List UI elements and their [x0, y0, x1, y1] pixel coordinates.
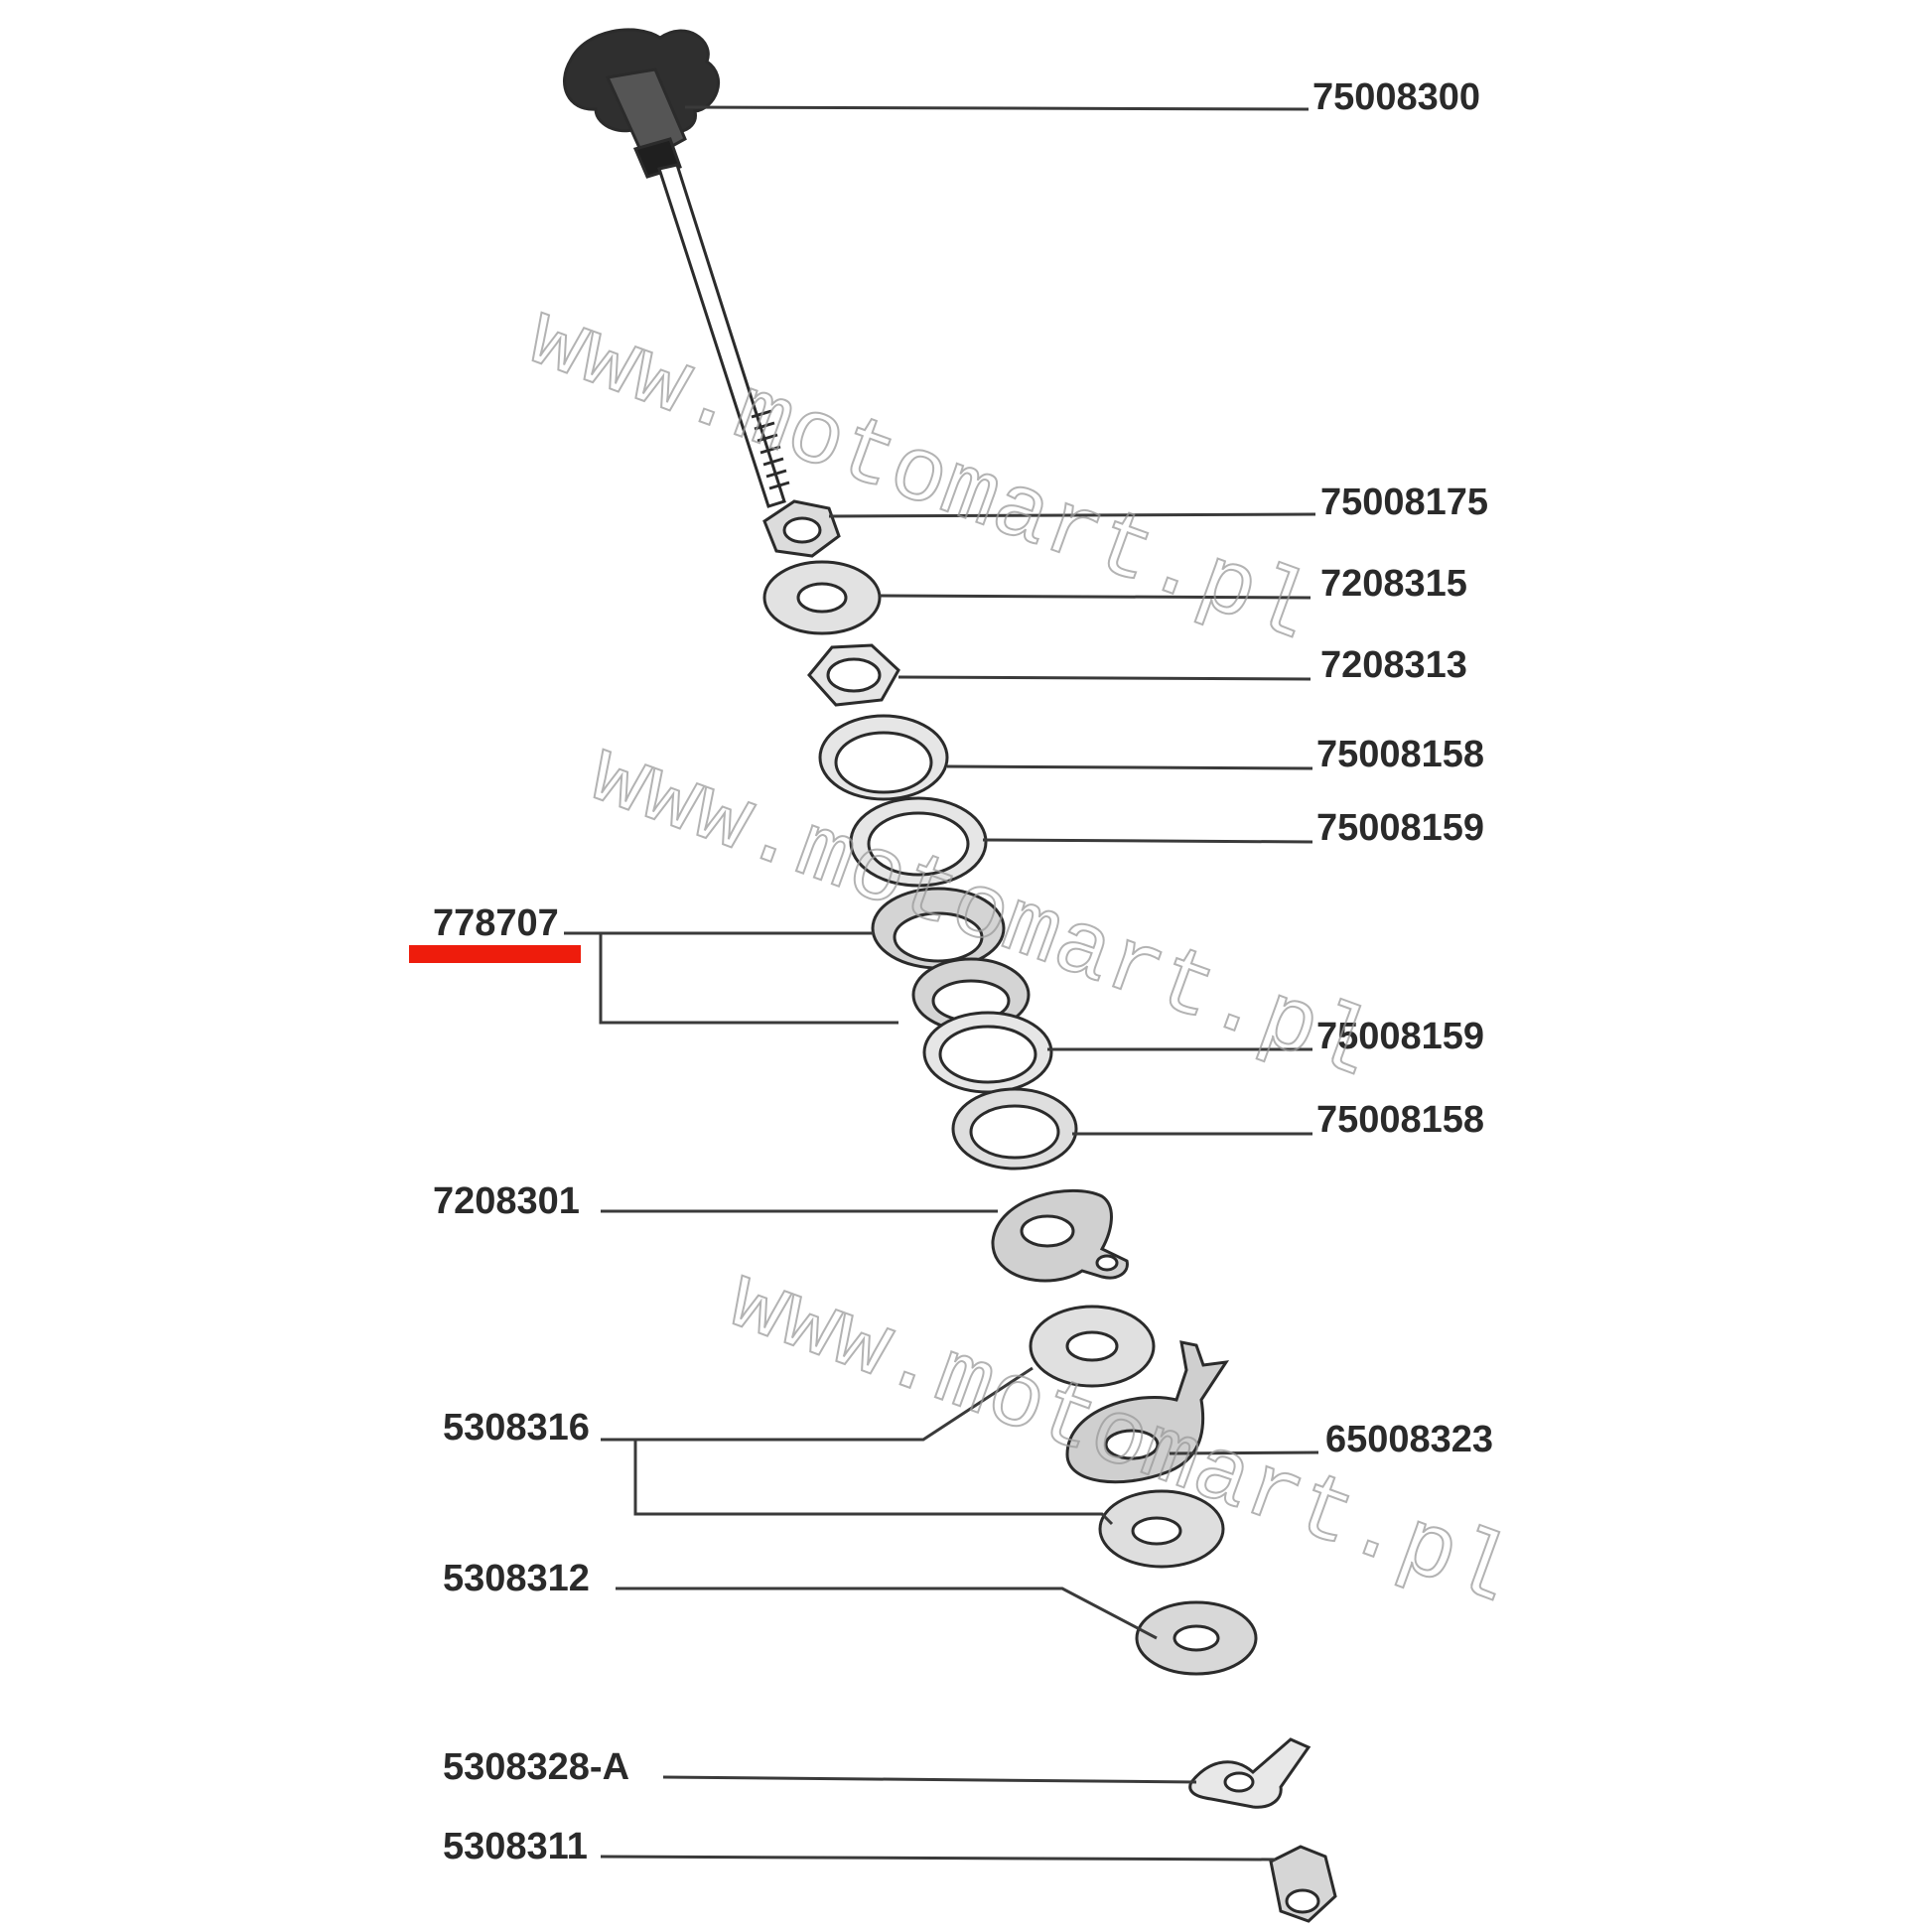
label-75008158-upper: 75008158	[1316, 734, 1484, 775]
label-778707: 778707	[433, 902, 559, 944]
nut-upper-drawing	[807, 643, 900, 707]
friction-disc-lower-drawing	[1135, 1600, 1258, 1676]
bearing-cup-upper-drawing	[849, 796, 988, 888]
friction-disc-upper-drawing	[1029, 1305, 1156, 1388]
label-7208315: 7208315	[1320, 563, 1467, 605]
label-5308311: 5308311	[443, 1826, 588, 1867]
bearing-race-upper-drawing	[818, 714, 949, 801]
label-75008175: 75008175	[1320, 482, 1488, 523]
highlight-marker	[409, 945, 581, 963]
lock-nut-drawing	[762, 499, 841, 558]
tab-washer-drawing	[991, 1188, 1129, 1283]
bearing-race-lower-drawing	[951, 1087, 1078, 1171]
label-5308328-A: 5308328-A	[443, 1746, 629, 1788]
knob-bolt-drawing	[562, 28, 790, 508]
lever-plate-drawing	[1065, 1340, 1230, 1484]
part-labels: 75008300 75008175 7208315 7208313 750081…	[433, 76, 1493, 1867]
friction-disc-mid-drawing	[1098, 1489, 1225, 1569]
label-75008159-upper: 75008159	[1316, 807, 1484, 849]
bearing-cup-lower-drawing	[922, 1011, 1053, 1094]
label-75008158-lower: 75008158	[1316, 1099, 1484, 1141]
label-7208301: 7208301	[433, 1180, 580, 1222]
wing-nut-drawing	[1188, 1737, 1311, 1809]
label-7208313: 7208313	[1320, 644, 1467, 686]
label-5308316: 5308316	[443, 1407, 590, 1449]
label-75008300: 75008300	[1312, 76, 1480, 118]
label-65008323: 65008323	[1325, 1419, 1493, 1460]
leader-lines	[564, 105, 1319, 1862]
end-nut-drawing	[1269, 1845, 1337, 1923]
washer-upper-drawing	[762, 560, 882, 635]
watermark-top: www.motomart.pl	[514, 286, 1322, 665]
label-75008159-lower: 75008159	[1316, 1016, 1484, 1057]
label-5308312: 5308312	[443, 1558, 590, 1599]
